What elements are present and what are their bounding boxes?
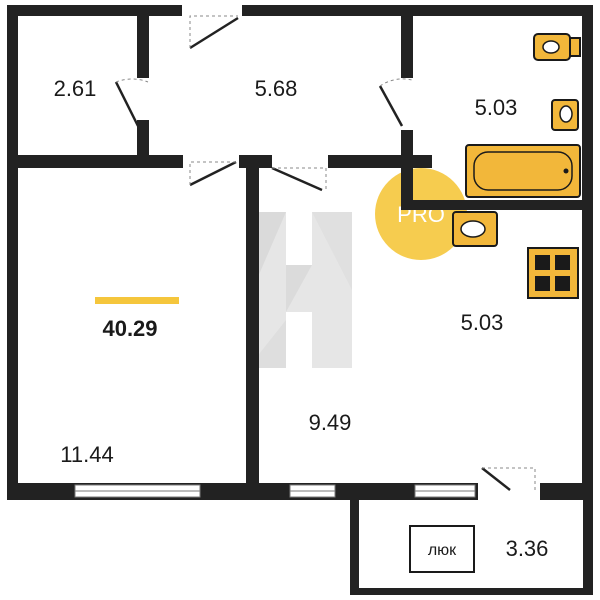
balcony-area: 3.36 bbox=[506, 536, 549, 561]
living-door bbox=[271, 166, 327, 192]
windows bbox=[74, 4, 540, 501]
stove-icon bbox=[527, 247, 579, 299]
sink-icon bbox=[452, 211, 498, 247]
bathroom-door bbox=[378, 78, 413, 127]
doors bbox=[114, 15, 536, 491]
watermark-logo-icon bbox=[248, 212, 352, 368]
living-area: 9.49 bbox=[309, 410, 352, 435]
hallway-area: 5.68 bbox=[255, 76, 298, 101]
sink-icon bbox=[551, 99, 579, 131]
bedroom-door bbox=[189, 160, 237, 187]
storage-area: 2.61 bbox=[54, 76, 97, 101]
toilet-icon bbox=[533, 33, 581, 61]
bedroom-area: 11.44 bbox=[60, 442, 113, 467]
kitchen-area: 5.03 bbox=[461, 310, 504, 335]
total-area: 40.29 bbox=[102, 316, 157, 341]
bathroom-area: 5.03 bbox=[475, 95, 518, 120]
hatch: люк bbox=[409, 525, 475, 573]
total-area-underline bbox=[95, 297, 179, 304]
hatch-label: люк bbox=[428, 542, 457, 559]
entrance-door bbox=[189, 15, 239, 50]
balcony-door bbox=[481, 467, 536, 491]
bathtub-icon bbox=[465, 144, 581, 198]
storage-door bbox=[114, 78, 149, 127]
